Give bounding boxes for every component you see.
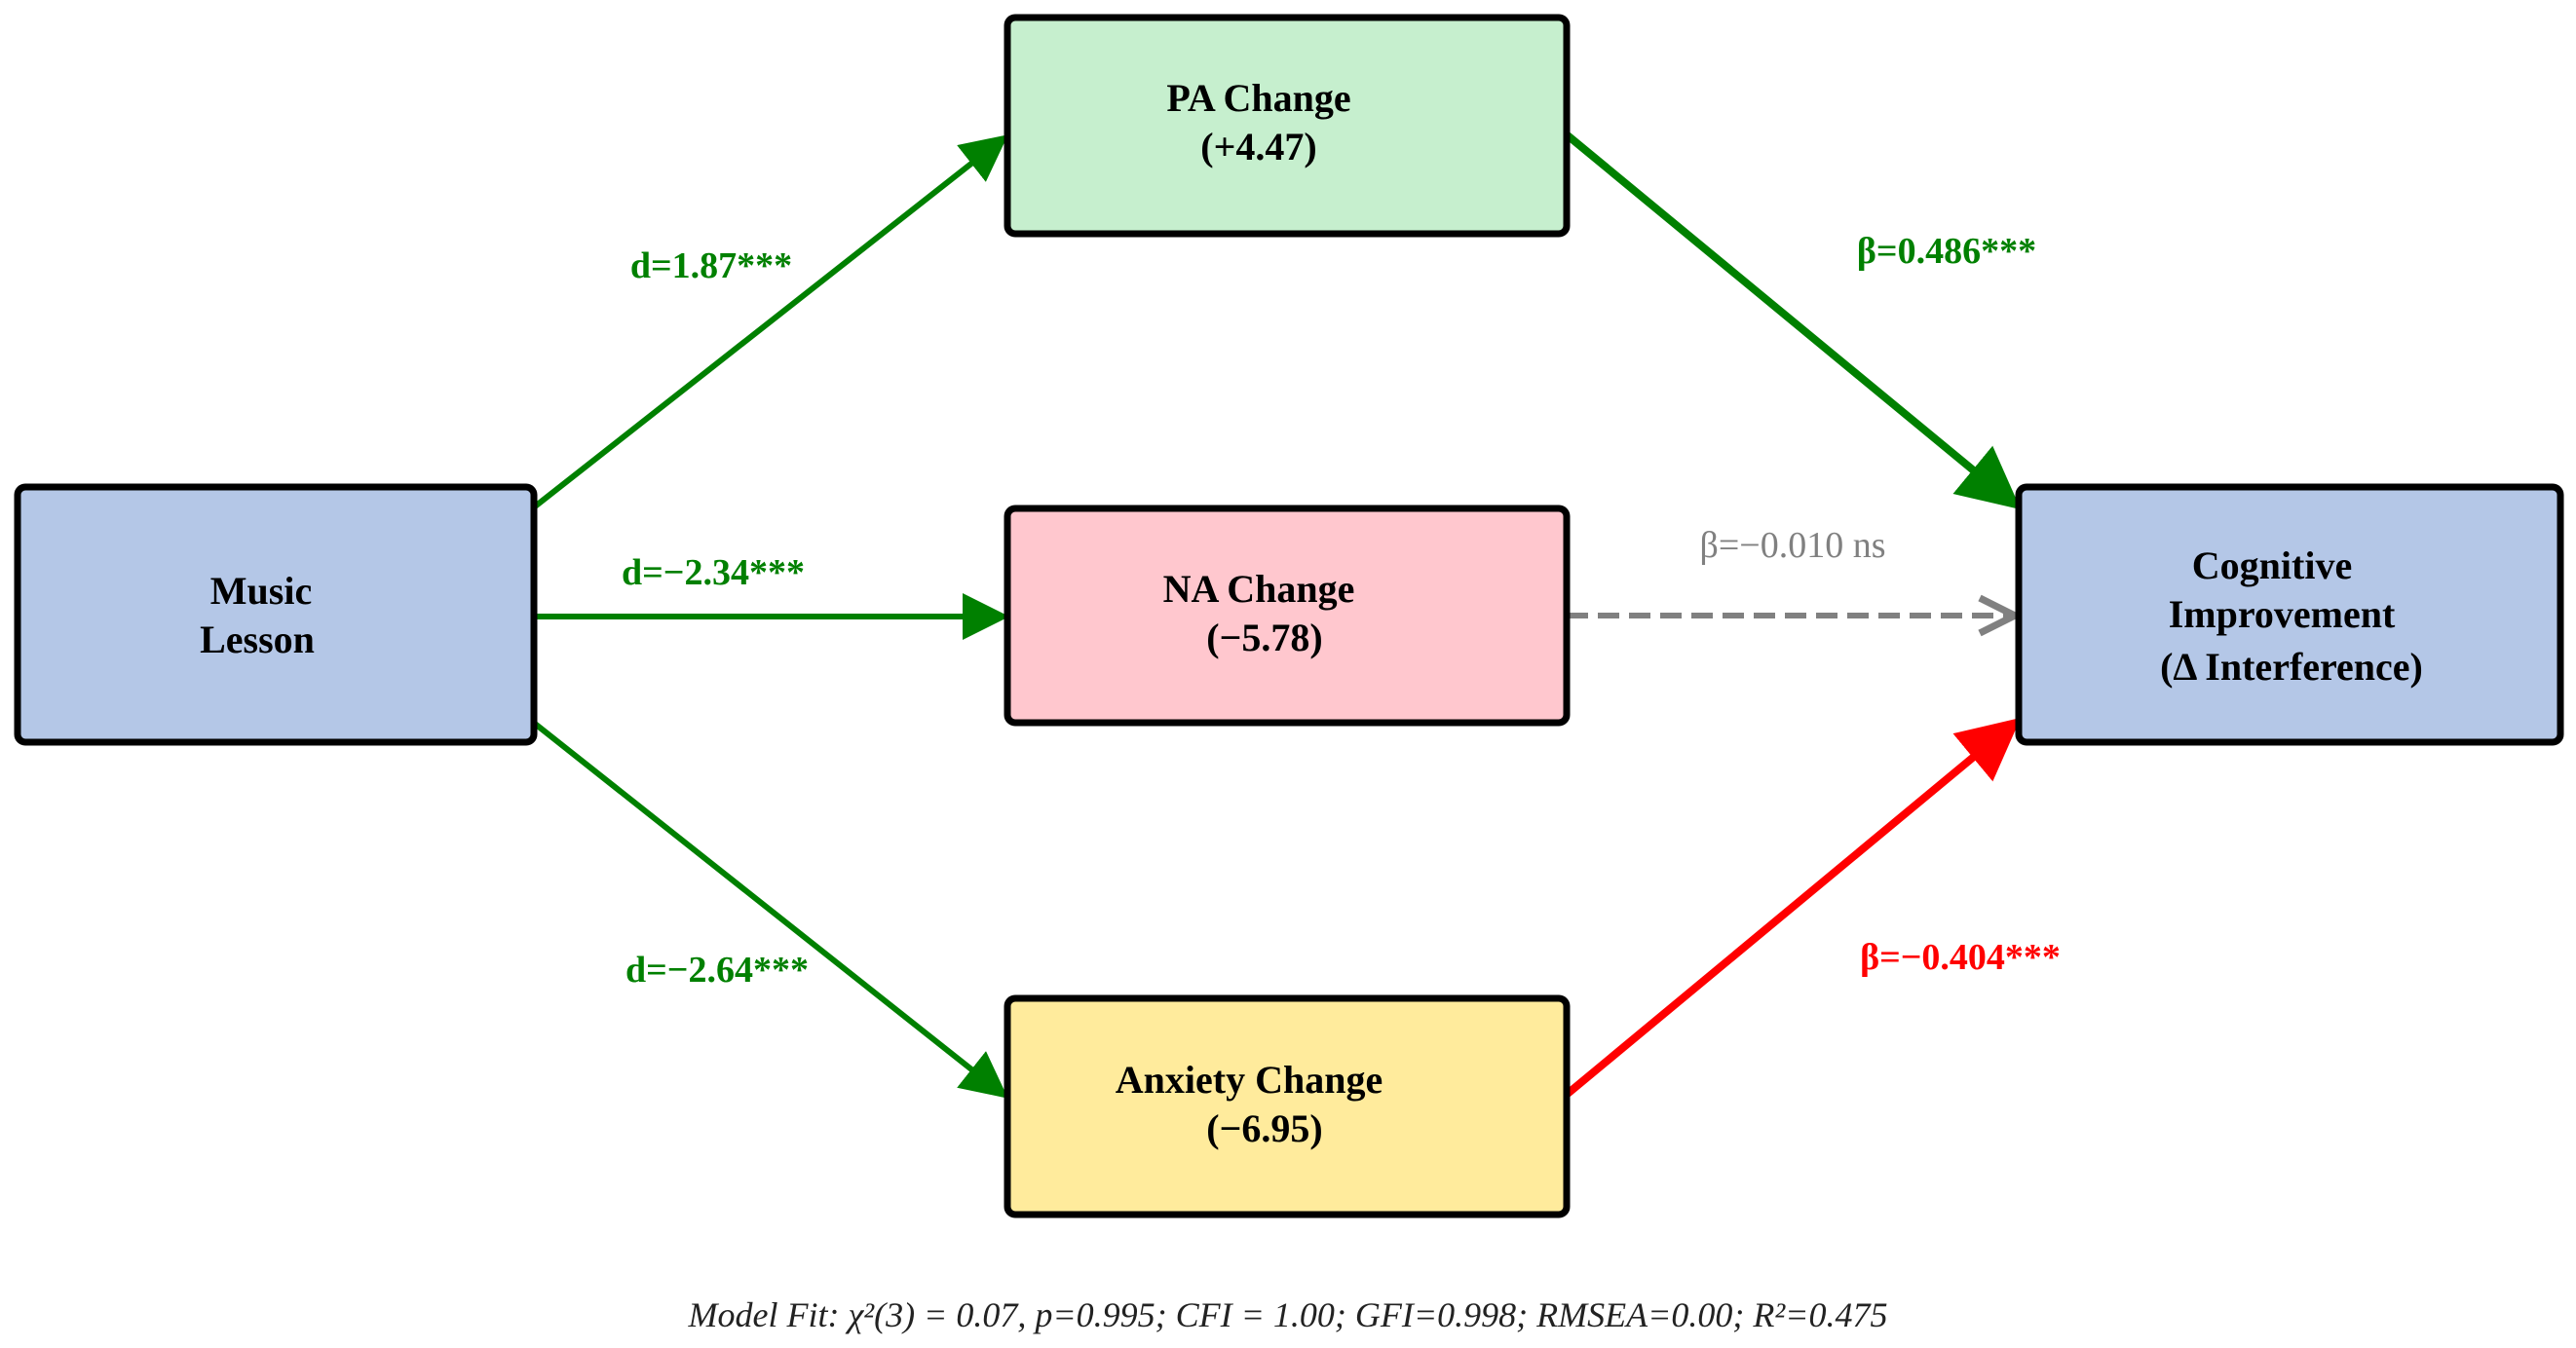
node-pa-change: PA Change (+4.47)	[1004, 14, 1571, 238]
node-music-lesson: Music Lesson	[14, 483, 538, 746]
arrow-anxiety-to-cognitive	[1560, 717, 2022, 1102]
node-na-label-line2: (−5.78)	[1206, 616, 1322, 659]
node-music-label-line2: Lesson	[200, 618, 315, 661]
arrow-music-to-anxiety	[528, 717, 1008, 1099]
node-cognitive-label-line2: Improvement	[2169, 592, 2396, 636]
node-cognitive-improvement: Cognitive Improvement (Δ Interference)	[2015, 483, 2564, 746]
label-music-na: d=−2.34***	[622, 552, 805, 593]
node-cognitive-label-line1: Cognitive	[2192, 543, 2352, 587]
arrow-music-to-pa	[528, 134, 1008, 513]
node-pa-label-line2: (+4.47)	[1200, 125, 1316, 168]
label-anxiety-cognitive: β=−0.404***	[1860, 937, 2061, 978]
label-music-anxiety: d=−2.64***	[625, 950, 809, 991]
node-anxiety-label-line1: Anxiety Change	[1116, 1058, 1383, 1102]
node-cognitive-label-line3: (Δ Interference)	[2160, 645, 2423, 689]
node-na-label-line1: NA Change	[1163, 567, 1355, 611]
node-anxiety-change: Anxiety Change (−6.95)	[1004, 994, 1571, 1218]
label-music-pa: d=1.87***	[630, 245, 792, 286]
node-anxiety-label-line2: (−6.95)	[1206, 1106, 1322, 1150]
arrow-pa-to-cognitive	[1560, 128, 2022, 510]
node-pa-label-line1: PA Change	[1166, 76, 1350, 120]
label-na-cognitive: β=−0.010 ns	[1700, 525, 1886, 566]
label-pa-cognitive: β=0.486***	[1857, 231, 2036, 272]
model-fit-footer: Model Fit: χ²(3) = 0.07, p=0.995; CFI = …	[688, 1295, 1888, 1334]
node-na-change: NA Change (−5.78)	[1004, 505, 1571, 727]
node-music-label-line1: Music	[210, 569, 312, 613]
